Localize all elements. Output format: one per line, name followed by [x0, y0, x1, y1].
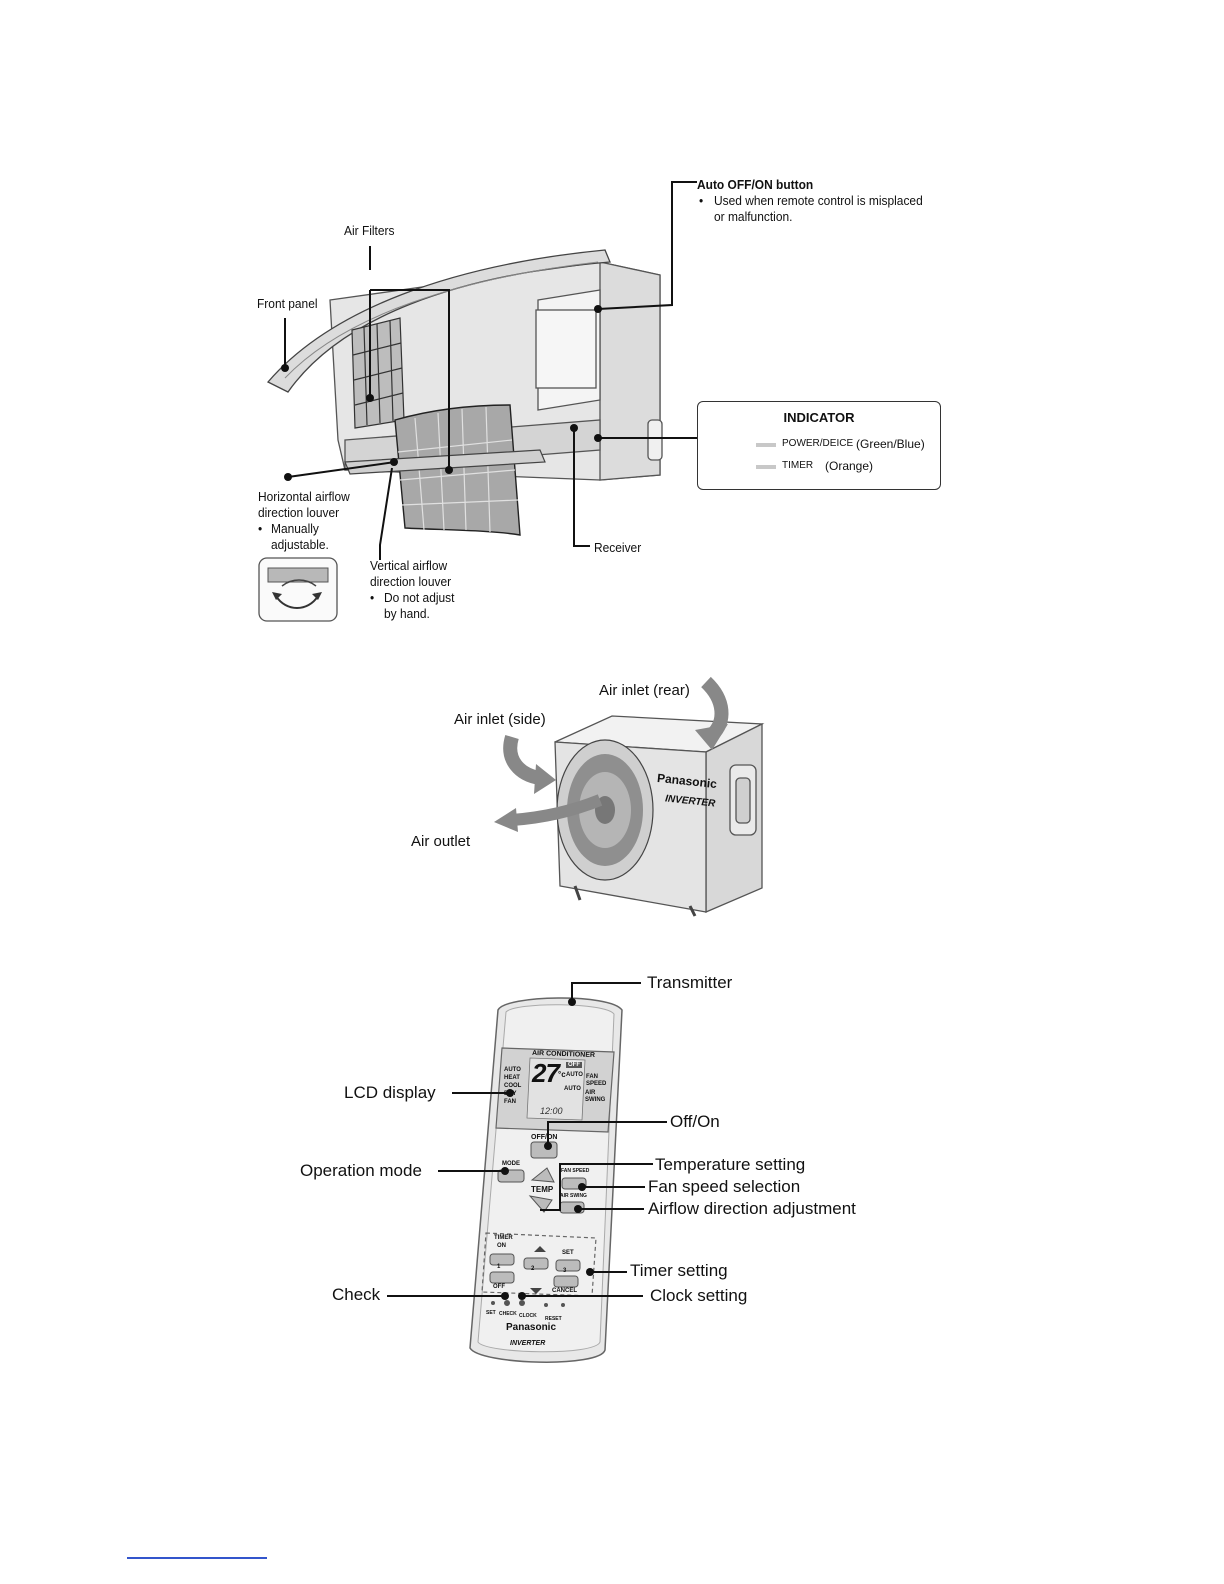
footer-link-underline: [127, 1557, 267, 1559]
lcd-display-label: LCD display: [344, 1083, 436, 1103]
airflow-direction-label: Airflow direction adjustment: [648, 1199, 856, 1219]
remote-brand: Panasonic: [506, 1322, 556, 1333]
clock-setting-label: Clock setting: [650, 1286, 747, 1306]
remote-bottom-clock: CLOCK: [519, 1313, 537, 1319]
timer-setting-label: Timer setting: [630, 1261, 728, 1281]
remote-bottom-check: CHECK: [499, 1311, 517, 1317]
remote-auto-2: AUTO: [564, 1086, 581, 1092]
remote-off-label: OFF: [493, 1284, 505, 1290]
remote-temp-value: 27: [532, 1058, 559, 1089]
mode-auto: AUTO: [504, 1066, 528, 1074]
fan-speed-selection-label: Fan speed selection: [648, 1177, 800, 1197]
check-label: Check: [332, 1285, 380, 1305]
mode-fan: FAN: [504, 1098, 528, 1106]
remote-temp-btn-label: TEMP: [531, 1185, 553, 1194]
remote-set-label: SET: [562, 1250, 574, 1256]
remote-sub-brand: INVERTER: [510, 1340, 545, 1347]
remote-clock-value: 12:00: [540, 1106, 563, 1116]
operation-mode-label: Operation mode: [300, 1161, 422, 1181]
remote-n2: 2: [531, 1266, 534, 1272]
remote-temp-unit: °c: [558, 1070, 566, 1079]
remote-n3: 3: [563, 1268, 566, 1274]
remote-mode-btn-label: MODE: [502, 1161, 520, 1167]
mode-dry: DRY: [504, 1090, 528, 1098]
offon-label: Off/On: [670, 1112, 720, 1132]
remote-air-swing-lcd: AIR SWING: [585, 1090, 609, 1104]
remote-on-label: ON: [497, 1243, 506, 1249]
remote-auto-1: AUTO: [566, 1072, 583, 1078]
offon-button-shape: [531, 1142, 557, 1158]
mode-heat: HEAT: [504, 1074, 528, 1082]
remote-fan-speed-btn-label: FAN SPEED: [561, 1168, 589, 1174]
remote-offon-btn-label: OFF/ON: [531, 1134, 557, 1141]
remote-timer-label: TIMER: [494, 1235, 513, 1241]
remote-bottom-set: SET: [486, 1310, 496, 1316]
remote-n1: 1: [497, 1264, 500, 1270]
transmitter-label: Transmitter: [647, 973, 732, 993]
remote-air-swing-btn-label: AIR SWING: [560, 1193, 587, 1199]
remote-cancel-label: CANCEL: [552, 1288, 577, 1294]
temperature-setting-label: Temperature setting: [655, 1155, 805, 1175]
remote-mode-list: AUTO HEAT COOL DRY FAN: [504, 1066, 528, 1106]
remote-fan-speed-lcd: FAN SPEED: [586, 1074, 610, 1088]
mode-cool: COOL: [504, 1082, 528, 1090]
remote-off-badge: OFF: [566, 1062, 582, 1068]
